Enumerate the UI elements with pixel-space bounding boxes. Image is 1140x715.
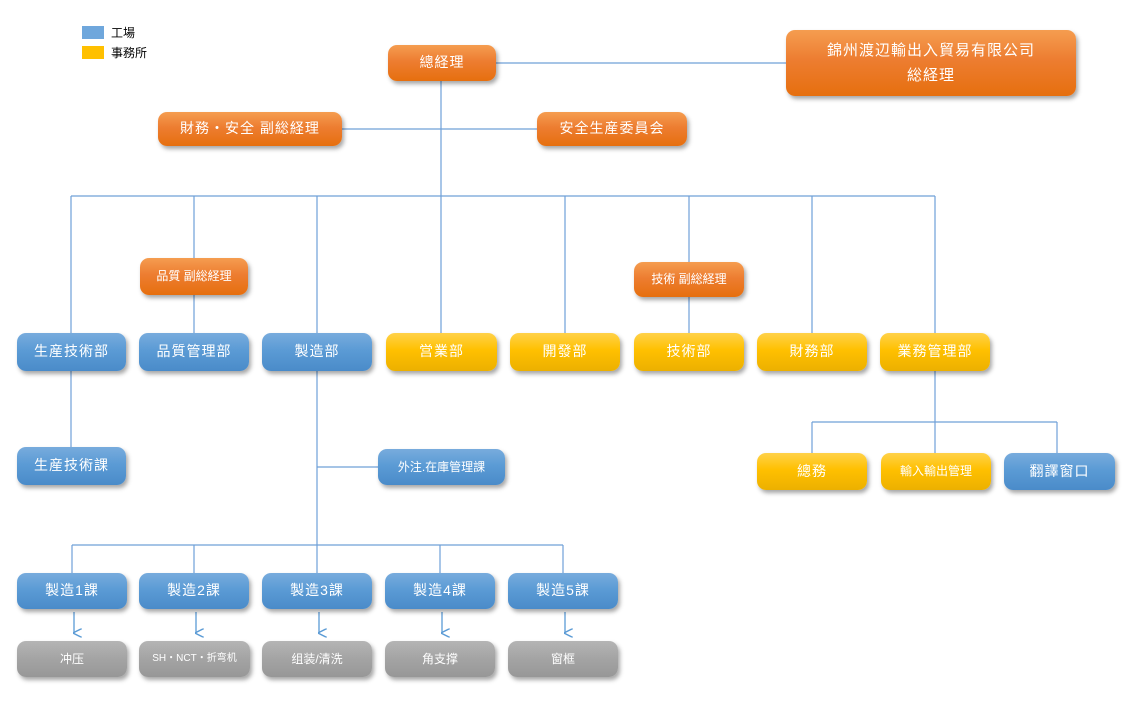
node-mfg1: 製造1課 <box>17 573 127 609</box>
node-ceo: 總経理 <box>388 45 496 81</box>
node-sec-general-affairs: 總務 <box>757 453 867 490</box>
node-proc-sh-nct-bending: SH・NCT・折弯机 <box>139 641 250 677</box>
node-tech-vp: 技術 副総経理 <box>634 262 744 297</box>
node-mfg2: 製造2課 <box>139 573 249 609</box>
node-proc-assembly-cleaning: 组装/清洗 <box>262 641 372 677</box>
office-color-swatch <box>82 46 104 59</box>
node-parent-company: 錦州渡辺輸出入貿易有限公司 総経理 <box>786 30 1076 96</box>
node-finance-safety-vp: 財務・安全 副総経理 <box>158 112 342 146</box>
node-sec-translation: 翻譯窗口 <box>1004 453 1115 490</box>
node-mfg3: 製造3課 <box>262 573 372 609</box>
node-quality-vp: 品質 副総経理 <box>140 258 248 295</box>
node-safety-committee: 安全生産委員会 <box>537 112 687 146</box>
node-proc-corner-brace: 角支撑 <box>385 641 495 677</box>
parent-company-name: 錦州渡辺輸出入貿易有限公司 <box>826 41 1035 59</box>
node-sec-production-tech: 生産技術課 <box>17 447 126 485</box>
node-sec-import-export: 輸入輸出管理 <box>881 453 991 490</box>
node-proc-window-frame: 窗框 <box>508 641 618 677</box>
node-dept-sales: 営業部 <box>386 333 497 371</box>
node-dept-finance: 財務部 <box>757 333 867 371</box>
node-mfg5: 製造5課 <box>508 573 618 609</box>
factory-color-swatch <box>82 26 104 39</box>
node-sec-outsourcing-inventory: 外注.在庫管理課 <box>378 449 505 485</box>
node-dept-technology: 技術部 <box>634 333 744 371</box>
legend-label: 工場 <box>111 26 136 40</box>
node-proc-stamping: 冲压 <box>17 641 127 677</box>
legend-label: 事務所 <box>111 46 148 60</box>
node-dept-manufacturing: 製造部 <box>262 333 372 371</box>
legend: 工場 事務所 <box>82 24 147 64</box>
node-mfg4: 製造4課 <box>385 573 495 609</box>
node-dept-quality: 品質管理部 <box>139 333 249 371</box>
node-dept-business-admin: 業務管理部 <box>880 333 990 371</box>
legend-item-factory: 工場 <box>82 24 147 41</box>
parent-company-title: 総経理 <box>906 67 955 84</box>
node-dept-production-tech: 生産技術部 <box>17 333 126 371</box>
node-dept-development: 開發部 <box>510 333 620 371</box>
legend-item-office: 事務所 <box>82 44 147 61</box>
